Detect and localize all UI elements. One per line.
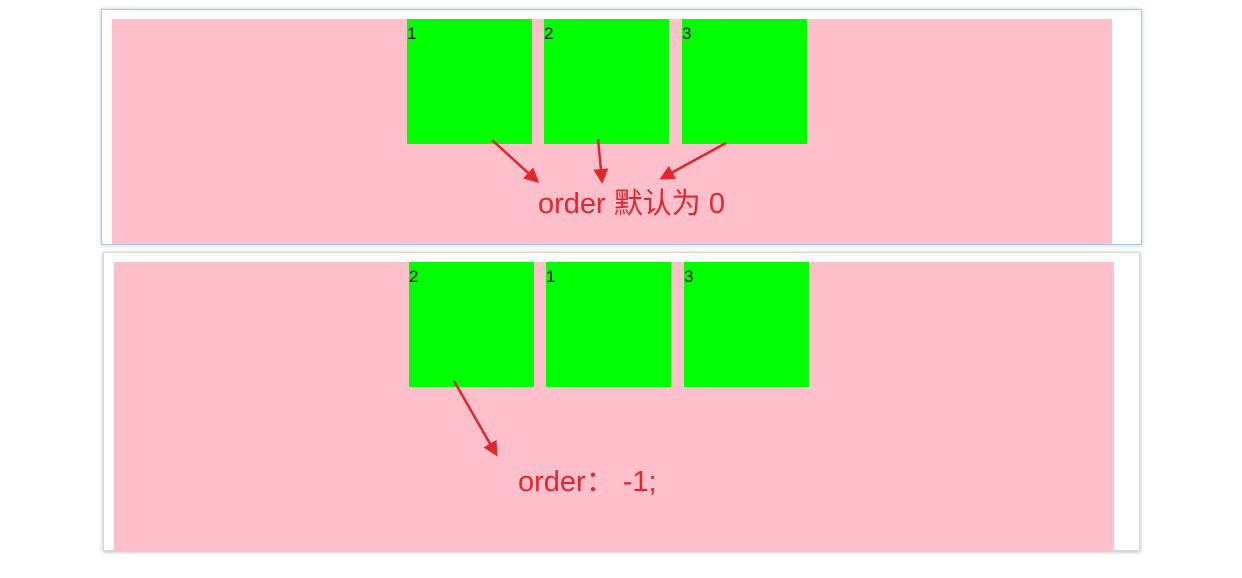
flex-container-reordered: 2 1 3 [114, 262, 1114, 551]
flex-container-default: 1 2 3 [112, 19, 1112, 244]
flex-item-label: 2 [544, 24, 554, 43]
flex-item-3-reordered: 3 [684, 262, 809, 387]
flex-item-1-reordered: 1 [546, 262, 671, 387]
flex-item-2-reordered: 2 [409, 262, 534, 387]
annotation-negative-order: order： -1; [518, 466, 657, 498]
panel-default-order: 1 2 3 [101, 9, 1142, 245]
flex-item-1: 1 [407, 19, 532, 144]
flex-item-label: 3 [684, 267, 694, 286]
flex-item-label: 1 [546, 267, 556, 286]
panel-negative-order: 2 1 3 [103, 252, 1140, 551]
flex-item-2: 2 [544, 19, 669, 144]
flex-item-label: 2 [409, 267, 419, 286]
annotation-default-order: order 默认为 0 [538, 188, 725, 220]
flex-item-label: 3 [682, 24, 692, 43]
flex-item-label: 1 [407, 24, 417, 43]
flex-item-3: 3 [682, 19, 807, 144]
